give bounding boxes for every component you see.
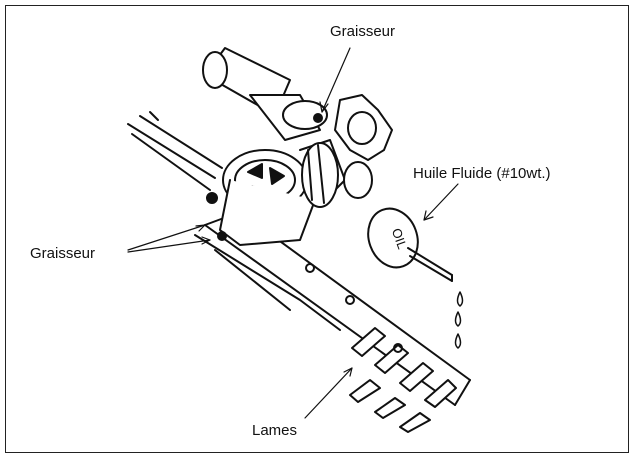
arrow-grease-left-2 [127, 239, 211, 253]
arrow-blades [304, 367, 353, 419]
bolt-2 [345, 295, 355, 305]
blade-teeth [349, 327, 457, 433]
arrow-grease-left-1 [127, 224, 206, 251]
grease-nipple-left-2 [217, 231, 227, 241]
arrow-grease-top [321, 47, 351, 113]
bolt-1 [305, 263, 315, 273]
oil-drops [454, 291, 464, 349]
grease-nipple-left-label: Graisseur [30, 245, 96, 262]
arrow-oil [423, 183, 459, 221]
drive-shaft [127, 111, 223, 191]
blades-label: Lames [252, 422, 298, 439]
grease-nipple-top-label: Graisseur [330, 23, 396, 40]
oil-can-label: OIL [389, 226, 410, 251]
adjust-knob [334, 94, 393, 199]
engine-cylinder [202, 47, 328, 141]
diagram-frame [5, 5, 629, 453]
gear-case [219, 139, 346, 246]
grease-nipple-left-1 [206, 192, 218, 204]
leader-lines [127, 47, 459, 419]
oil-can [367, 207, 453, 282]
oil-label: Huile Fluide (#10wt.) [413, 165, 551, 182]
grease-nipple-top [313, 113, 323, 123]
bolt-3 [393, 343, 403, 353]
